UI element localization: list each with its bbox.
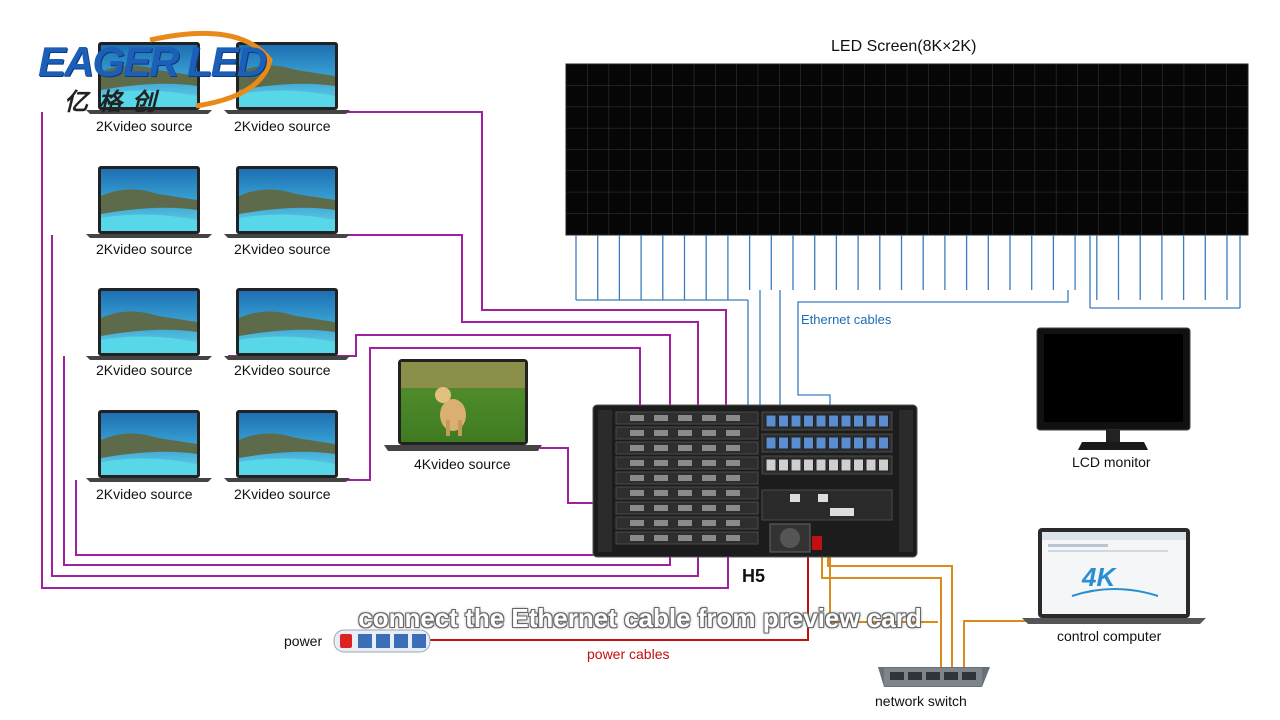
lcd-monitor [1036,327,1191,450]
laptop-2k-source [224,410,350,482]
laptop-2k-source [86,42,212,114]
source-label-4: 2Kvideo source [234,241,331,257]
source-label-1: 2Kvideo source [96,118,193,134]
source-label-4k: 4Kvideo source [414,456,511,472]
laptop-2k-source [224,288,350,360]
laptop-2k-source [86,410,212,482]
h5-processor [592,404,918,558]
ethernet-cable-run [797,290,1069,420]
laptop-4k-source [384,359,542,451]
control-computer-label: control computer [1057,628,1162,644]
led-screen [565,63,1249,236]
brand-logo-chinese: 亿格创 [64,88,166,116]
led-screen-label: LED Screen(8K×2K) [831,38,977,55]
brand-logo: EAGER LED 亿格创 [38,36,288,116]
network-switch [878,667,990,687]
computer-screen-text: 4K [1082,562,1116,592]
laptop-2k-source [86,288,212,360]
power-cable [430,530,809,641]
power-strip [333,629,431,653]
lcd-monitor-label: LCD monitor [1072,454,1151,470]
power-cables-label: power cables [587,646,670,662]
source-label-5: 2Kvideo source [96,362,193,378]
source-label-3: 2Kvideo source [96,241,193,257]
logo-swoosh [149,30,273,109]
power-label: power [284,633,323,649]
ethernet-cables-label: Ethernet cables [801,312,892,327]
laptop-2k-source [224,42,350,114]
source-label-8: 2Kvideo source [234,486,331,502]
network-switch-label: network switch [875,693,967,709]
laptop-2k-source [224,166,350,238]
brand-logo-name: EAGER LED [38,38,267,85]
ethernet-cable-run [747,300,767,420]
source-label-6: 2Kvideo source [234,362,331,378]
h5-label: H5 [742,566,766,586]
source-label-7: 2Kvideo source [96,486,193,502]
laptop-2k-source [86,166,212,238]
video-subtitle: connect the Ethernet cable from preview … [358,603,922,633]
source-label-2: 2Kvideo source [234,118,331,134]
control-computer [1022,528,1206,624]
